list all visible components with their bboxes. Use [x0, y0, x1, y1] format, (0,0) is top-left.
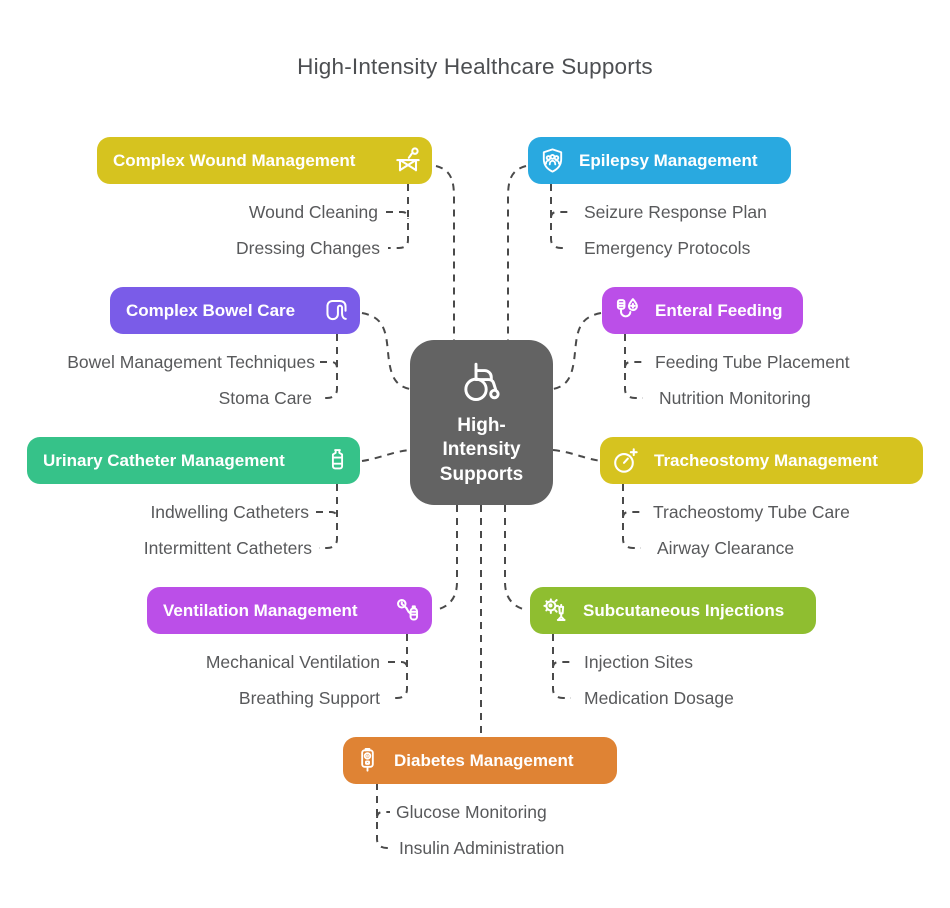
link-urinary-child1	[316, 511, 338, 519]
central-node-high-intensity-supports[interactable]: High-Intensity Supports	[410, 340, 553, 505]
child-nutrition-monitoring[interactable]: Nutrition Monitoring	[659, 388, 811, 408]
link-bowel-children	[320, 334, 338, 399]
branch-ventilation-management[interactable]: Ventilation Management	[147, 587, 432, 634]
child-bowel-management-techniques[interactable]: Bowel Management Techniques	[67, 352, 315, 372]
child-wound-cleaning[interactable]: Wound Cleaning	[248, 202, 378, 222]
patient-table-icon	[384, 145, 424, 177]
child-feeding-tube-placement[interactable]: Feeding Tube Placement	[655, 352, 850, 372]
child-tracheostomy-tube-care[interactable]: Tracheostomy Tube Care	[653, 502, 850, 522]
branch-label: Tracheostomy Management	[654, 450, 878, 470]
branch-label: Complex Wound Management	[113, 150, 356, 170]
link-urinary-children	[319, 484, 338, 549]
link-enteral-children	[624, 334, 643, 399]
syringe-germ-icon	[540, 595, 571, 626]
link-enteral-child1	[624, 361, 646, 369]
link-tracheostomy-children	[622, 484, 641, 549]
link-center-to-urinary	[361, 449, 411, 462]
branch-label: Enteral Feeding	[655, 300, 783, 320]
link-center-to-enteral	[552, 312, 602, 390]
child-insulin-administration[interactable]: Insulin Administration	[399, 838, 565, 858]
feeding-pump-icon	[612, 295, 643, 326]
link-bowel-child1	[320, 361, 338, 369]
branch-tracheostomy-management[interactable]: Tracheostomy Management	[600, 437, 923, 484]
branch-epilepsy-management[interactable]: Epilepsy Management	[528, 137, 791, 184]
child-stoma-care[interactable]: Stoma Care	[218, 388, 312, 408]
glucometer-icon	[353, 746, 382, 775]
child-emergency-protocols[interactable]: Emergency Protocols	[584, 238, 751, 258]
wheelchair-icon	[458, 358, 505, 414]
link-center-to-ventilation	[434, 505, 458, 611]
branch-label: Subcutaneous Injections	[583, 600, 785, 620]
link-center-to-subcutaneous	[504, 505, 528, 611]
central-node-label: High-Intensity Supports	[439, 414, 524, 485]
timer-cross-icon	[610, 445, 642, 477]
link-center-to-tracheostomy	[552, 449, 602, 462]
link-center-to-epilepsy	[507, 165, 527, 340]
link-tracheostomy-child1	[622, 511, 645, 519]
ventilator-icon	[385, 595, 424, 626]
child-seizure-response-plan[interactable]: Seizure Response Plan	[584, 202, 767, 222]
link-ventilation-child1	[388, 661, 408, 669]
link-diabetes-children	[376, 783, 393, 849]
link-center-to-wound	[435, 165, 455, 340]
link-subcutaneous-child1	[552, 661, 575, 669]
child-breathing-support[interactable]: Breathing Support	[238, 688, 380, 708]
shield-group-icon	[538, 146, 567, 175]
child-airway-clearance[interactable]: Airway Clearance	[657, 538, 795, 558]
branch-label: Ventilation Management	[163, 600, 358, 620]
link-epilepsy-child1	[550, 211, 573, 219]
branch-label: Epilepsy Management	[579, 150, 758, 170]
child-injection-sites[interactable]: Injection Sites	[584, 652, 693, 672]
intestine-icon	[313, 295, 352, 326]
branch-diabetes-management[interactable]: Diabetes Management	[343, 737, 617, 784]
branch-urinary-catheter-management[interactable]: Urinary Catheter Management	[27, 437, 360, 484]
link-wound-children	[388, 184, 409, 249]
child-indwelling-catheters[interactable]: Indwelling Catheters	[150, 502, 309, 522]
branch-label: Urinary Catheter Management	[43, 450, 285, 470]
child-medication-dosage[interactable]: Medication Dosage	[584, 688, 734, 708]
link-wound-child1	[386, 211, 409, 220]
link-epilepsy-children	[550, 184, 568, 249]
branch-enteral-feeding[interactable]: Enteral Feeding	[602, 287, 803, 334]
child-mechanical-ventilation[interactable]: Mechanical Ventilation	[205, 652, 380, 672]
link-diabetes-child1	[376, 811, 390, 819]
link-center-to-bowel	[361, 312, 411, 390]
urine-bottle-icon	[315, 446, 352, 475]
child-intermittent-catheters[interactable]: Intermittent Catheters	[143, 538, 312, 558]
branch-complex-wound-management[interactable]: Complex Wound Management	[97, 137, 432, 184]
link-ventilation-children	[390, 634, 408, 699]
page-title: High-Intensity Healthcare Supports	[297, 54, 653, 79]
branch-label: Diabetes Management	[394, 750, 574, 770]
child-glucose-monitoring[interactable]: Glucose Monitoring	[396, 802, 547, 822]
link-subcutaneous-children	[552, 634, 571, 699]
child-dressing-changes[interactable]: Dressing Changes	[236, 238, 380, 258]
branch-label: Complex Bowel Care	[126, 300, 296, 320]
branch-subcutaneous-injections[interactable]: Subcutaneous Injections	[530, 587, 816, 634]
branch-complex-bowel-care[interactable]: Complex Bowel Care	[110, 287, 360, 334]
